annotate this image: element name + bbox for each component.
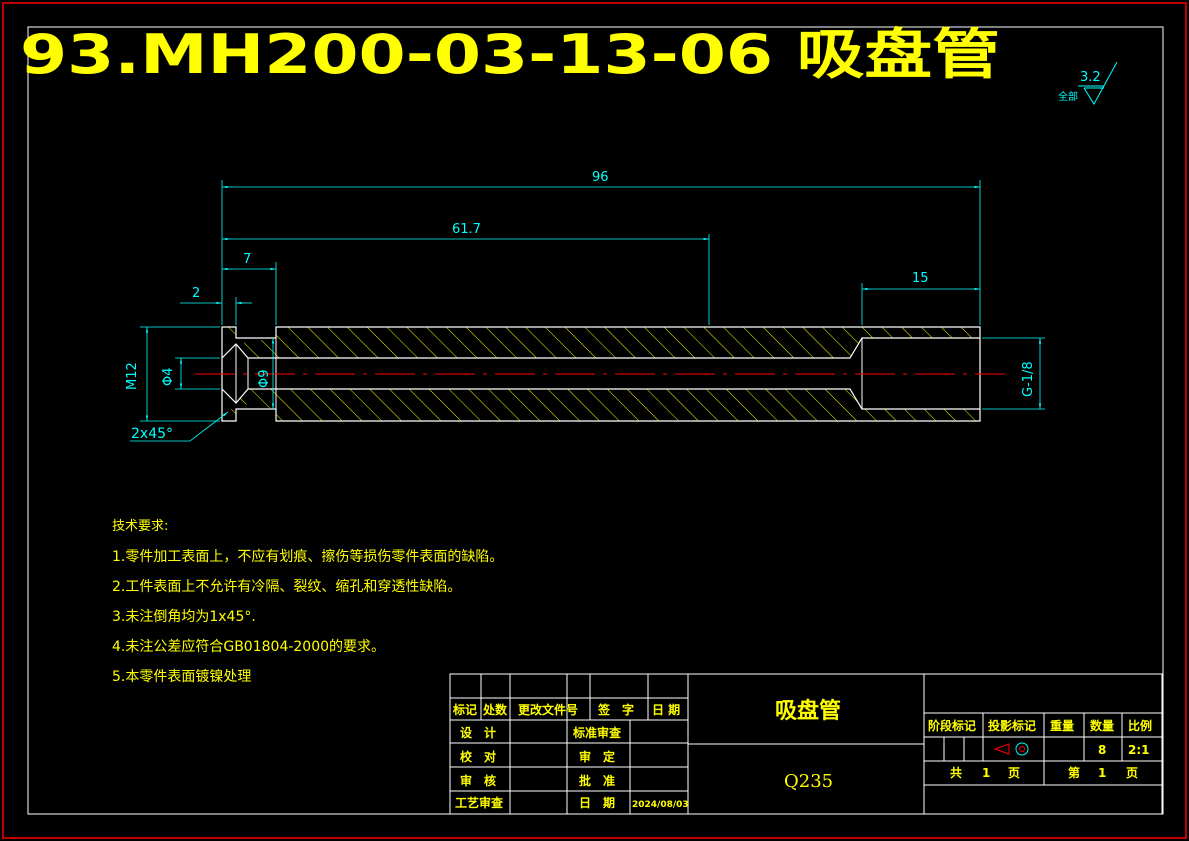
roughness-label: 全部	[1058, 90, 1078, 103]
tb-header-count: 处数	[482, 702, 508, 717]
tb-material: Q235	[784, 771, 833, 792]
tb-date-label: 日 期	[579, 795, 615, 810]
tb-header-change-doc: 更改文件号	[518, 702, 578, 717]
tb-part-name: 吸盘管	[775, 698, 841, 724]
tb-sheet-label: 第	[1068, 765, 1080, 780]
tb-total-label: 共	[950, 765, 962, 780]
dimension-labels: 96 61.7 7 2 15 M12 Φ4 Φ9 G-1/8 2x45°	[125, 170, 1036, 442]
tb-approve-set: 审 定	[579, 749, 615, 764]
tb-proofread: 校 对	[460, 749, 496, 764]
tb-sheet-unit: 页	[1126, 766, 1138, 780]
dim-bore-9: Φ9	[257, 369, 272, 388]
roughness-value: 3.2	[1080, 70, 1101, 85]
dimensions	[130, 180, 1045, 442]
tb-header-date: 日 期	[652, 702, 680, 717]
title-block	[449, 673, 1163, 815]
tb-scale-value: 2:1	[1128, 743, 1150, 757]
tb-process-review: 工艺审查	[455, 795, 504, 810]
tech-item: 4.未注公差应符合GB01804-2000的要求。	[112, 639, 386, 655]
dim-pipe-thread: G-1/8	[1021, 361, 1036, 397]
dim-thread-m12: M12	[125, 362, 140, 390]
tech-item: 3.未注倒角均为1x45°.	[112, 609, 256, 625]
tb-stage-mark: 阶段标记	[928, 718, 976, 733]
tb-review: 审 核	[460, 773, 496, 788]
tb-scale: 比例	[1128, 718, 1152, 733]
dim-length-2: 2	[192, 286, 200, 301]
tb-total-value: 1	[982, 766, 990, 780]
dim-chamfer: 2x45°	[131, 426, 173, 442]
part-section	[195, 326, 1005, 422]
tb-std-review: 标准审查	[572, 725, 622, 740]
tb-date-value: 2024/08/03	[632, 800, 689, 810]
tb-projection-mark: 投影标记	[988, 718, 1036, 733]
tech-item: 1.零件加工表面上，不应有划痕、擦伤等损伤零件表面的缺陷。	[112, 549, 504, 565]
dim-length-15: 15	[912, 271, 929, 286]
tb-quantity: 数量	[1090, 718, 1114, 733]
technical-requirements: 技术要求: 1.零件加工表面上，不应有划痕、擦伤等损伤零件表面的缺陷。 2.工件…	[112, 512, 503, 692]
tb-design: 设 计	[460, 725, 496, 740]
tb-sheet-value: 1	[1098, 766, 1106, 780]
dim-length-7: 7	[243, 252, 251, 267]
drawing-title: 93.MH200-03-13-06 吸盘管	[20, 23, 1000, 86]
tb-approve: 批 准	[579, 773, 615, 788]
dim-bore-4: Φ4	[161, 367, 176, 386]
tech-item: 2.工件表面上不允许有冷隔、裂纹、缩孔和穿透性缺陷。	[112, 579, 462, 595]
tb-quantity-value: 8	[1098, 743, 1106, 757]
dim-length-61-7: 61.7	[452, 222, 481, 237]
tech-heading: 技术要求:	[112, 519, 169, 534]
tech-item: 5.本零件表面镀镍处理	[112, 669, 252, 685]
projection-symbol	[993, 742, 1029, 756]
dim-overall-length: 96	[592, 170, 609, 185]
tb-weight: 重量	[1050, 718, 1074, 733]
roughness-symbol: 3.2 全部	[1058, 61, 1118, 105]
tb-header-mark: 标记	[452, 702, 477, 717]
title-block-text: 标记 处数 更改文件号 签 字 日 期 设 计 校 对 审 核 工艺审查 标准审…	[452, 702, 1152, 810]
tb-total-unit: 页	[1008, 766, 1020, 780]
tb-header-sign: 签 字	[597, 702, 634, 717]
